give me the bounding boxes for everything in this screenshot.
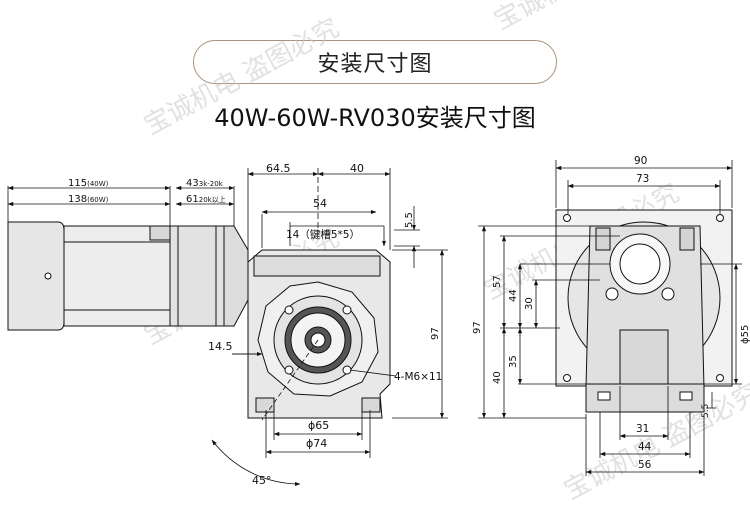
dim-44-horizontal: 44 [638, 441, 652, 453]
motor-side-view [7, 221, 249, 331]
end-view-labels: 90 73 97 57 44 30 40 35 ϕ55 5.5 31 44 56 [472, 155, 750, 471]
dim-64-5: 64.5 [266, 162, 291, 175]
dim-31: 31 [636, 423, 649, 435]
dim-138: 138(60W) [68, 194, 109, 205]
dim-56: 56 [638, 459, 652, 471]
dim-5-5-side: 5.5 [701, 404, 711, 418]
dim-phi74: ϕ74 [306, 437, 327, 450]
dim-97-front: 97 [430, 327, 441, 340]
dim-44-vertical: 44 [508, 289, 519, 302]
title-banner: 安装尺寸图 [193, 40, 557, 84]
dim-57: 57 [492, 275, 503, 288]
motor-length-dims: 115(40W) 138(60W) 433k-20k 6120k以上 [7, 178, 235, 226]
dim-30: 30 [524, 297, 535, 310]
dim-40-vertical: 40 [492, 371, 503, 384]
watermark-text: 宝诚机电 盗图必究 [489, 0, 694, 36]
dim-14-5: 14.5 [208, 340, 233, 353]
dim-97: 97 [472, 321, 483, 334]
gearbox-front-view [247, 249, 391, 419]
dim-holes: 4-M6×11 [394, 371, 442, 383]
dim-angle: 45° [252, 474, 272, 487]
dim-115: 115(40W) [68, 178, 109, 189]
dim-54: 54 [313, 197, 327, 210]
dim-73: 73 [636, 173, 649, 185]
front-view-dims [211, 168, 448, 487]
dim-keyway: 14（键槽5*5） [286, 228, 360, 241]
dim-phi65: ϕ65 [308, 419, 329, 432]
watermark-text: 宝诚机电 盗图必究 [139, 13, 344, 141]
dim-90: 90 [634, 155, 647, 167]
front-view-labels: 64.5 40 54 5.5 14（键槽5*5） 14.5 4-M6×11 97… [208, 162, 442, 487]
drawing-subtitle: 40W-60W-RV030安装尺寸图 [214, 104, 536, 132]
dim-35: 35 [508, 355, 519, 368]
gearbox-end-view [555, 209, 733, 413]
end-view-dims [478, 160, 742, 476]
dim-43: 433k-20k [186, 178, 224, 189]
dim-5-5-top: 5.5 [404, 212, 415, 228]
dim-40-top: 40 [350, 162, 364, 175]
banner-title: 安装尺寸图 [317, 52, 433, 77]
dim-phi55: ϕ55 [740, 325, 750, 344]
dim-61: 6120k以上 [186, 194, 226, 205]
